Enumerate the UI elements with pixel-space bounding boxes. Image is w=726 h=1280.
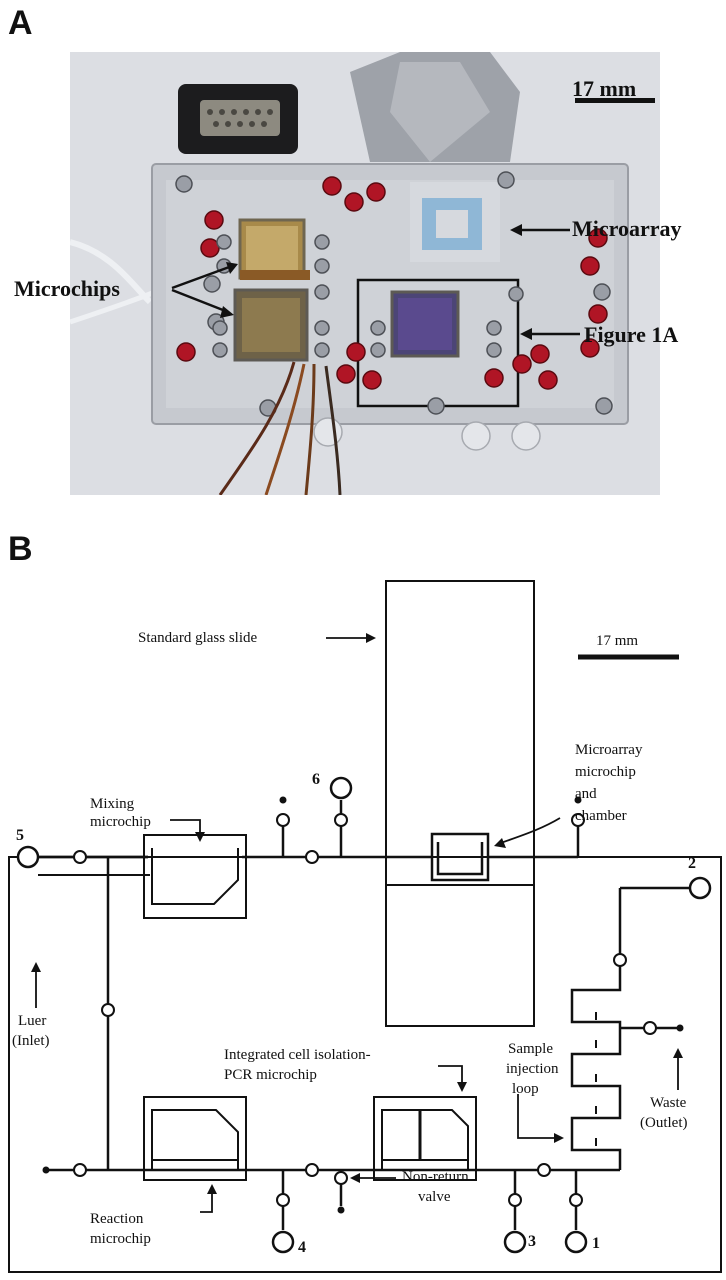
microarray-label: Microarray bbox=[572, 216, 682, 241]
port-4-circle bbox=[271, 1230, 295, 1254]
valve-icon bbox=[508, 1193, 522, 1207]
port-1-number: 1 bbox=[592, 1235, 600, 1252]
device-photo-drawing bbox=[70, 52, 660, 495]
port-3-circle bbox=[503, 1230, 527, 1254]
sample-loop-label-1: Sample bbox=[508, 1041, 553, 1057]
valve-icon bbox=[537, 1163, 551, 1177]
valve-icon bbox=[643, 1021, 657, 1035]
waste-label-1: Waste bbox=[650, 1095, 687, 1111]
port-4-number: 4 bbox=[298, 1239, 306, 1256]
valve-icon bbox=[305, 850, 319, 864]
panel-b-scale-label: 17 mm bbox=[596, 633, 639, 649]
valve-icon bbox=[571, 813, 585, 827]
port-2-number: 2 bbox=[688, 855, 696, 872]
port-5-number: 5 bbox=[16, 827, 24, 844]
mixing-label-1: Mixing bbox=[90, 796, 135, 812]
luer-label-2: (Inlet) bbox=[12, 1033, 50, 1049]
valve-icon bbox=[569, 1193, 583, 1207]
valve-icon bbox=[334, 1171, 348, 1185]
glass-slide-label: Standard glass slide bbox=[138, 630, 258, 646]
valve-icon bbox=[334, 813, 348, 827]
port-5-circle bbox=[16, 845, 40, 869]
panel-a-scale-label: 17 mm bbox=[572, 76, 637, 101]
port-6-circle bbox=[329, 776, 353, 800]
panel-a-letter: A bbox=[8, 4, 33, 42]
microarray-chip-label-2: microchip bbox=[575, 764, 636, 780]
port-3-number: 3 bbox=[528, 1233, 536, 1250]
valve-icon bbox=[613, 953, 627, 967]
fluidic-diagram bbox=[8, 580, 722, 1273]
microarray-chip-label-3: and bbox=[575, 786, 597, 802]
non-return-label-2: valve bbox=[418, 1189, 451, 1205]
panel-b-letter: B bbox=[8, 530, 33, 568]
microarray-chip-label-4: chamber bbox=[575, 808, 627, 824]
valve-icon bbox=[276, 1193, 290, 1207]
valve-icon bbox=[73, 850, 87, 864]
port-1-circle bbox=[564, 1230, 588, 1254]
cell-isolation-label-1: Integrated cell isolation- bbox=[224, 1047, 371, 1063]
pcr-chip-outline bbox=[373, 1096, 477, 1181]
luer-label-1: Luer bbox=[18, 1013, 47, 1029]
valve-icon bbox=[101, 1003, 115, 1017]
device-photo bbox=[70, 52, 660, 495]
valve-icon bbox=[73, 1163, 87, 1177]
sample-loop-label-3: loop bbox=[512, 1081, 539, 1097]
waste-label-2: (Outlet) bbox=[640, 1115, 688, 1131]
non-return-label-1: Non-return bbox=[402, 1169, 469, 1185]
microchips-label: Microchips bbox=[14, 276, 120, 301]
reaction-chip-outline bbox=[143, 1096, 247, 1181]
reaction-label-2: microchip bbox=[90, 1231, 151, 1247]
port-2-circle bbox=[688, 876, 712, 900]
valve-icon bbox=[276, 813, 290, 827]
glass-slide-outline bbox=[385, 580, 535, 1027]
microarray-chip-label-1: Microarray bbox=[575, 742, 643, 758]
reaction-label-1: Reaction bbox=[90, 1211, 144, 1227]
figure-ref-label: Figure 1A bbox=[584, 322, 679, 347]
valve-icon bbox=[305, 1163, 319, 1177]
port-6-number: 6 bbox=[312, 771, 320, 788]
sample-loop-label-2: injection bbox=[506, 1061, 559, 1077]
mixing-label-2: microchip bbox=[90, 814, 151, 830]
cell-isolation-label-2: PCR microchip bbox=[224, 1067, 317, 1083]
